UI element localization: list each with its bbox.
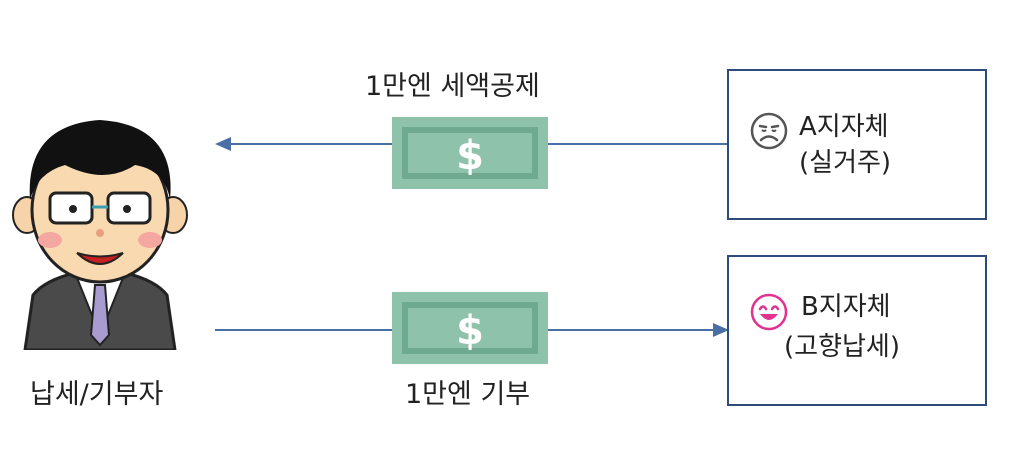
- top-flow-label: 1만엔 세액공제: [365, 71, 540, 102]
- box-a-title: A지자체: [799, 112, 889, 142]
- person-illustration: [5, 95, 195, 350]
- box-b-title: B지자체: [801, 292, 891, 322]
- box-b: B지자체 (고향납세): [727, 255, 987, 406]
- box-b-subtitle: (고향납세): [784, 332, 900, 362]
- right-arrow-head: [713, 323, 729, 337]
- dollar-sign: $: [456, 133, 484, 179]
- box-a: A지자체 (실거주): [727, 69, 987, 220]
- dollar-sign: $: [456, 308, 484, 354]
- money-bill-icon: $: [392, 117, 548, 189]
- money-bill-icon: $: [392, 292, 548, 364]
- box-a-subtitle: (실거주): [799, 148, 892, 178]
- left-arrow-head: [215, 137, 231, 151]
- smile-face-icon: [749, 292, 789, 332]
- person-label: 납세/기부자: [30, 379, 164, 410]
- sad-face-icon: [749, 111, 789, 151]
- bottom-flow-label: 1만엔 기부: [405, 379, 531, 410]
